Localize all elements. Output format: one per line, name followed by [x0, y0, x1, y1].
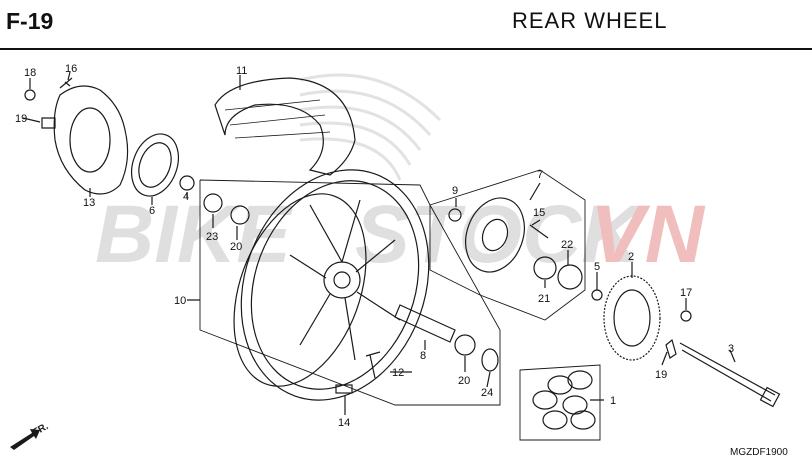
- callout-24: 24: [481, 387, 493, 399]
- figure-code: F-19: [6, 8, 54, 34]
- brake-disc: [53, 85, 129, 195]
- watermark-text-1: BIKE: [95, 189, 293, 280]
- assembly-outline-damper: [519, 364, 601, 441]
- driven-flange: [465, 197, 525, 273]
- callout-3: 3: [728, 343, 734, 355]
- clip-19a: [41, 117, 56, 129]
- callout-20: 20: [458, 375, 470, 387]
- axle-head: [759, 386, 781, 408]
- axle-3: [679, 342, 776, 402]
- nut-9: [448, 208, 462, 222]
- bearing-20b: [454, 334, 476, 356]
- assembly-outline-wheel: [199, 179, 501, 406]
- clip-19b: [665, 338, 677, 359]
- callout-12: 12: [392, 367, 404, 379]
- nut-18: [24, 89, 36, 101]
- sprocket: [603, 275, 661, 361]
- callout-19: 19: [15, 113, 27, 125]
- callout-16: 16: [65, 63, 77, 75]
- callout-labels: 18 16 19 11 13 6 4 23 20 10 8 12 14 20 2…: [15, 63, 734, 429]
- callout-4: 4: [183, 191, 189, 203]
- front-direction-arrow: FR.: [10, 421, 51, 450]
- document-code: MGZDF1900: [730, 447, 788, 458]
- assembly-outline-hub: [429, 169, 586, 321]
- collar-4: [179, 175, 195, 191]
- callout-8: 8: [420, 350, 426, 362]
- callout-21: 21: [538, 293, 550, 305]
- wheel-rim: [233, 169, 430, 401]
- spacer-8: [394, 304, 456, 343]
- figure-title: REAR WHEEL: [512, 8, 668, 33]
- callout-6: 6: [149, 205, 155, 217]
- callout-14: 14: [338, 417, 350, 429]
- nut-17: [680, 310, 692, 322]
- bolt-16: [59, 77, 73, 89]
- callout-22: 22: [561, 239, 573, 251]
- watermark-text-2: STOCK: [355, 189, 646, 280]
- callout-20: 20: [230, 241, 242, 253]
- header-divider: [0, 48, 812, 50]
- oil-seal-24: [481, 348, 499, 372]
- callout-13: 13: [83, 197, 95, 209]
- damper-rubbers: [532, 370, 596, 430]
- callout-19: 19: [655, 369, 667, 381]
- callout-11: 11: [236, 65, 247, 77]
- callout-10: 10: [174, 295, 186, 307]
- bearing-20a: [230, 205, 250, 225]
- callout-23: 23: [206, 231, 218, 243]
- weight-14: [335, 384, 353, 394]
- valve-12: [365, 351, 381, 379]
- sensor-rotor: [131, 133, 179, 197]
- callout-9: 9: [452, 185, 458, 197]
- callout-2: 2: [628, 251, 634, 263]
- nut-5: [591, 289, 603, 301]
- callout-1: 1: [610, 395, 616, 407]
- tire: [214, 77, 356, 176]
- wing-logo: [299, 73, 442, 181]
- fr-label: FR.: [31, 421, 51, 439]
- bearing-23: [203, 193, 223, 213]
- bearing-22: [557, 264, 583, 290]
- callout-18: 18: [24, 67, 36, 79]
- callout-17: 17: [680, 287, 692, 299]
- bearing-21: [533, 256, 557, 280]
- watermark-text-3: VN: [590, 189, 706, 280]
- stud-15: [529, 224, 549, 239]
- watermark: BIKE STOCK VN: [95, 189, 706, 280]
- callout-15: 15: [533, 207, 545, 219]
- callout-7: 7: [537, 169, 543, 181]
- callout-5: 5: [594, 261, 600, 273]
